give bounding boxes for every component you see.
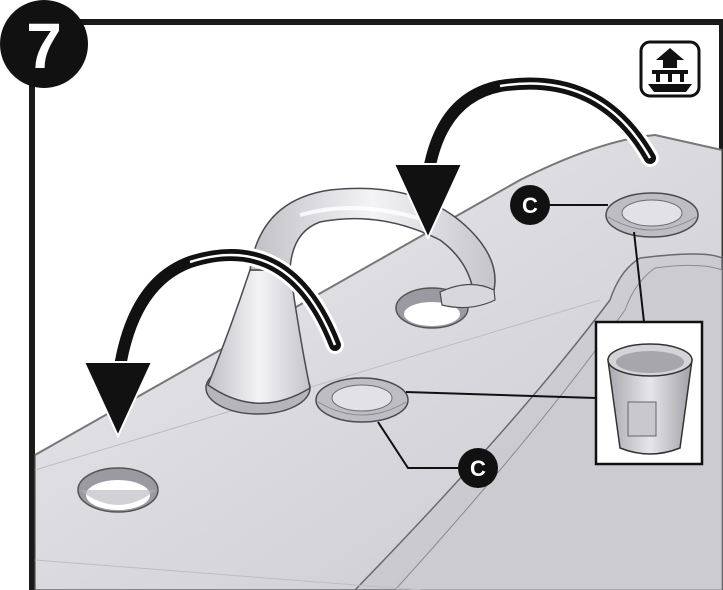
leader-lines: [377, 204, 645, 469]
callout-c-left: C: [458, 448, 498, 488]
escutcheon-ring-right: [605, 192, 699, 238]
sealant-cup-icon: [607, 343, 693, 455]
tub-deck-mount-icon: [639, 40, 701, 98]
callout-label-left: C: [470, 456, 486, 481]
detail-box: [594, 320, 704, 466]
curved-arrow-icon-left: [82, 246, 344, 439]
curved-arrow-icon-right: [392, 74, 659, 241]
deck-hole-left: [77, 467, 159, 513]
callout-label-right: C: [522, 193, 538, 218]
step-number: 7: [26, 10, 62, 82]
escutcheon-ring-left: [315, 377, 409, 423]
callout-c-right: C: [510, 185, 550, 225]
step-badge: 7: [0, 0, 88, 88]
